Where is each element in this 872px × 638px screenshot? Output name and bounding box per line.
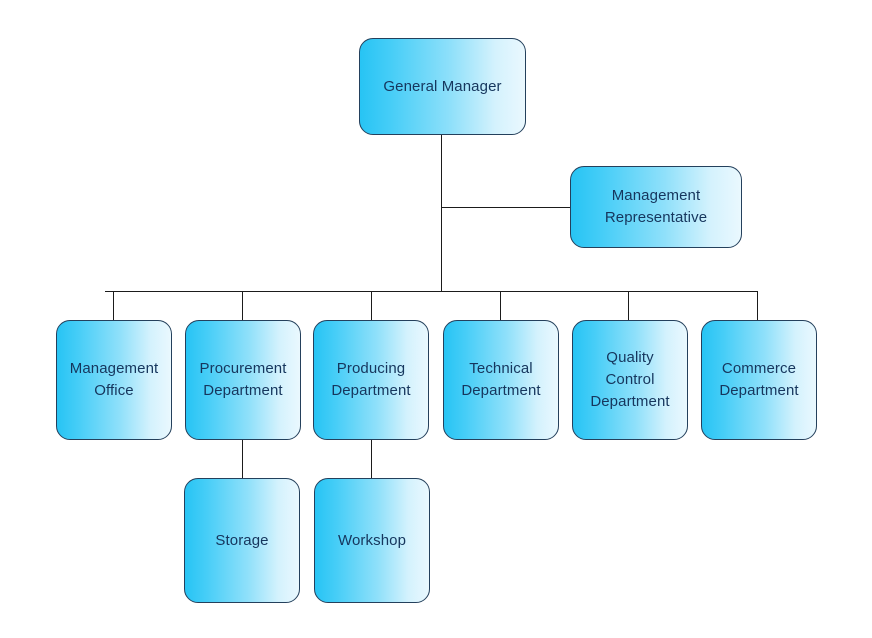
node-procurement-department-label: Procurement Department xyxy=(199,360,287,399)
node-quality-control-department-label: Quality Control Department xyxy=(590,349,670,410)
connector-procurement-to-storage xyxy=(242,440,243,479)
connector-drop-procurement-department xyxy=(242,291,243,321)
node-management-office[interactable]: Management Office xyxy=(56,320,172,440)
node-general-manager[interactable]: General Manager xyxy=(359,38,526,135)
connector-drop-quality-control-department xyxy=(628,291,629,321)
node-management-office-label: Management Office xyxy=(69,360,159,399)
node-producing-department-label: Producing Department xyxy=(331,360,411,399)
connector-department-bus xyxy=(105,291,758,292)
node-procurement-department[interactable]: Procurement Department xyxy=(185,320,301,440)
node-technical-department[interactable]: Technical Department xyxy=(443,320,559,440)
node-technical-department-label: Technical Department xyxy=(461,360,541,399)
node-workshop[interactable]: Workshop xyxy=(314,478,430,603)
node-commerce-department-label: Commerce Department xyxy=(719,360,799,399)
node-producing-department[interactable]: Producing Department xyxy=(313,320,429,440)
node-storage[interactable]: Storage xyxy=(184,478,300,603)
connector-gm-to-management-representative xyxy=(441,207,571,208)
connector-producing-to-workshop xyxy=(371,440,372,479)
node-workshop-label: Workshop xyxy=(337,531,407,549)
connector-drop-management-office xyxy=(113,291,114,321)
node-general-manager-label: General Manager xyxy=(383,77,502,95)
connector-gm-trunk xyxy=(441,135,442,292)
node-storage-label: Storage xyxy=(215,531,269,549)
node-management-representative[interactable]: Management Representative xyxy=(570,166,742,248)
node-commerce-department[interactable]: Commerce Department xyxy=(701,320,817,440)
connector-drop-technical-department xyxy=(500,291,501,321)
node-management-representative-label: Management Representative xyxy=(604,187,708,226)
connector-drop-commerce-department xyxy=(757,291,758,321)
connector-drop-producing-department xyxy=(371,291,372,321)
node-quality-control-department[interactable]: Quality Control Department xyxy=(572,320,688,440)
